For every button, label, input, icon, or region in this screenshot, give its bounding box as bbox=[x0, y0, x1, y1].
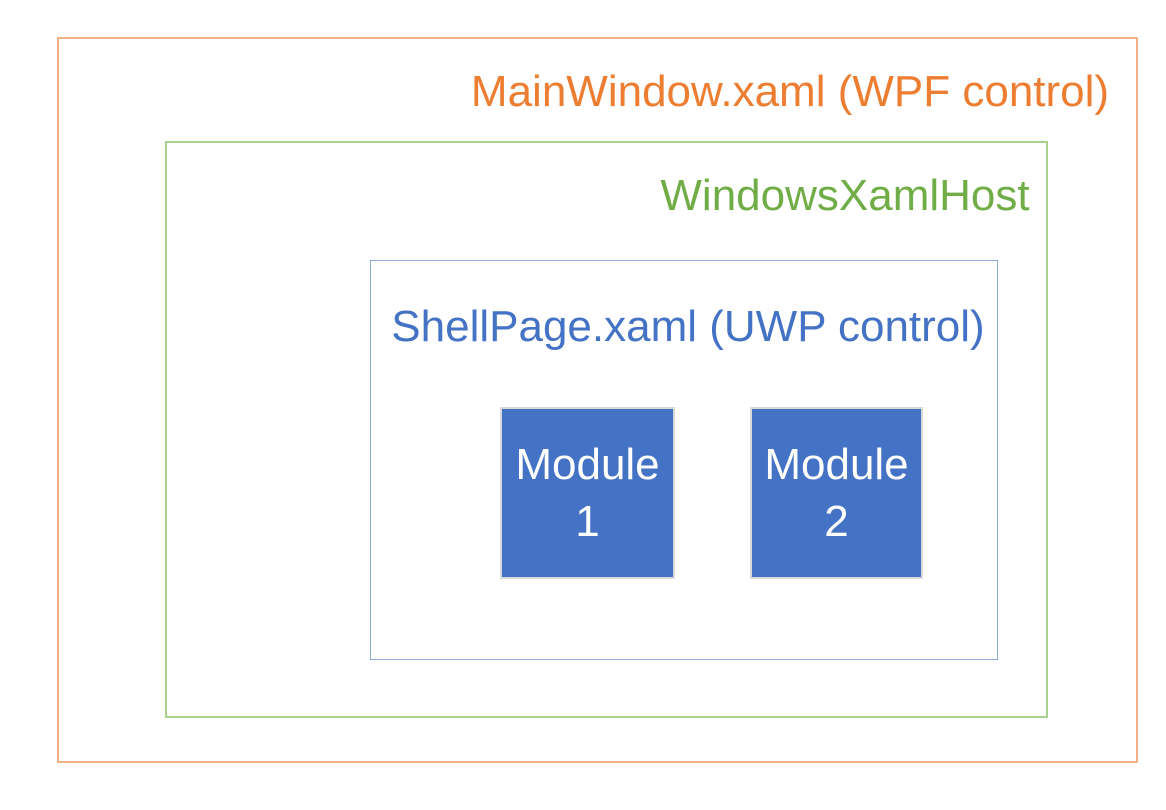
windowsxamlhost-box bbox=[165, 141, 1048, 718]
mainwindow-wpf-label: MainWindow.xaml (WPF control) bbox=[470, 67, 1110, 116]
module-1-box: Module 1 bbox=[500, 407, 675, 579]
shellpage-uwp-label: ShellPage.xaml (UWP control) bbox=[391, 302, 985, 351]
module-2-name: Module bbox=[764, 440, 909, 489]
module-2-box: Module 2 bbox=[750, 407, 923, 579]
shellpage-uwp-box bbox=[370, 260, 998, 660]
module-1-name: Module bbox=[515, 440, 660, 489]
module-1-number: 1 bbox=[575, 497, 600, 546]
module-2-number: 2 bbox=[824, 497, 849, 546]
windowsxamlhost-label: WindowsXamlHost bbox=[660, 171, 1030, 220]
mainwindow-wpf-box bbox=[57, 37, 1138, 763]
